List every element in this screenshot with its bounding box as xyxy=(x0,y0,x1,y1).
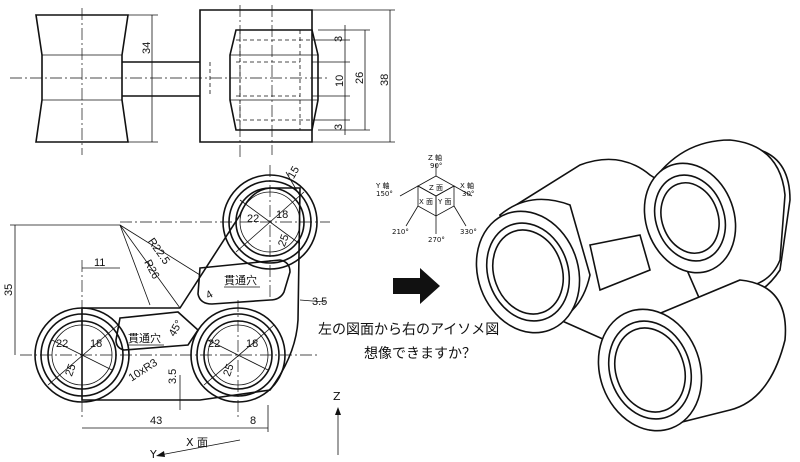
iso-z-axis: Z 軸 xyxy=(428,153,442,162)
question-line-1: 左の図面から右のアイソメ図 xyxy=(318,322,499,338)
dim-15: 15 xyxy=(286,164,303,181)
iso-cube: Z 軸 90° Y 軸 150° X 軸 30° Z 面 X 面 Y 面 210… xyxy=(375,153,477,244)
z-arrow-icon xyxy=(335,407,341,415)
through-hole-right xyxy=(197,259,291,305)
dim-3-bottom: 3 xyxy=(333,124,345,130)
dim-18-mid: 18 xyxy=(246,338,258,350)
dim-25-mid: 25 xyxy=(221,362,236,378)
dim-25-top: 25 xyxy=(276,233,291,249)
axis-y-label: Y xyxy=(149,448,157,461)
dim-18-left: 18 xyxy=(90,338,102,350)
dim-22-top: 22 xyxy=(247,213,259,225)
iso-angle-270: 270° xyxy=(428,236,445,244)
dim-3-5-right: 3.5 xyxy=(312,296,327,308)
dim-10xr3: 10xR3 xyxy=(127,357,160,384)
through-hole-left xyxy=(115,311,200,351)
front-view: 34 38 26 3 10 3 xyxy=(10,5,395,160)
dim-3-5-bottom: 3.5 xyxy=(167,369,179,384)
iso-y-angle: 150° xyxy=(376,190,393,198)
dim-26: 26 xyxy=(354,72,366,84)
dim-8: 8 xyxy=(250,415,256,427)
iso-x-axis: X 軸 xyxy=(460,181,474,190)
dim-11: 11 xyxy=(94,257,105,269)
label-through-hole-2: 貫通穴 xyxy=(128,331,161,345)
dim-18-top: 18 xyxy=(276,209,288,221)
front-right-boss xyxy=(229,29,319,131)
isometric-part xyxy=(475,139,791,432)
iso-z-face: Z 面 xyxy=(429,184,443,192)
axes-indicator: Z Y X 面 xyxy=(149,390,341,461)
iso-x-face: X 面 xyxy=(419,198,433,206)
iso-y-axis: Y 軸 xyxy=(375,181,390,190)
dim-10: 10 xyxy=(334,75,346,87)
dim-22-left: 22 xyxy=(56,338,68,350)
dim-22-mid: 22 xyxy=(208,338,220,350)
iso-y-face: Y 面 xyxy=(437,198,452,206)
axis-x-face-label: X 面 xyxy=(186,436,208,449)
dim-34: 34 xyxy=(141,42,153,54)
label-through-hole-1: 貫通穴 xyxy=(224,273,257,287)
y-arrow-icon xyxy=(156,451,165,457)
dim-25-left: 25 xyxy=(63,362,78,378)
dim-45deg: 45° xyxy=(167,318,186,338)
dim-4: 4 xyxy=(204,288,215,301)
top-view: 15 22 18 25 R22.5 R26 11 35 4 45° 3.5 22… xyxy=(3,164,330,432)
iso-x-angle: 30° xyxy=(462,190,474,198)
question-line-2: 想像できますか？ xyxy=(364,346,476,362)
dim-43: 43 xyxy=(150,415,162,427)
dim-35: 35 xyxy=(3,284,15,296)
iso-z-angle: 90° xyxy=(430,162,442,170)
dim-3-top: 3 xyxy=(333,36,345,42)
iso-angle-210: 210° xyxy=(392,228,409,236)
dim-38: 38 xyxy=(379,74,391,86)
iso-angle-330: 330° xyxy=(460,228,477,236)
right-arrow-icon xyxy=(393,268,440,304)
axis-z-label: Z xyxy=(333,390,341,403)
